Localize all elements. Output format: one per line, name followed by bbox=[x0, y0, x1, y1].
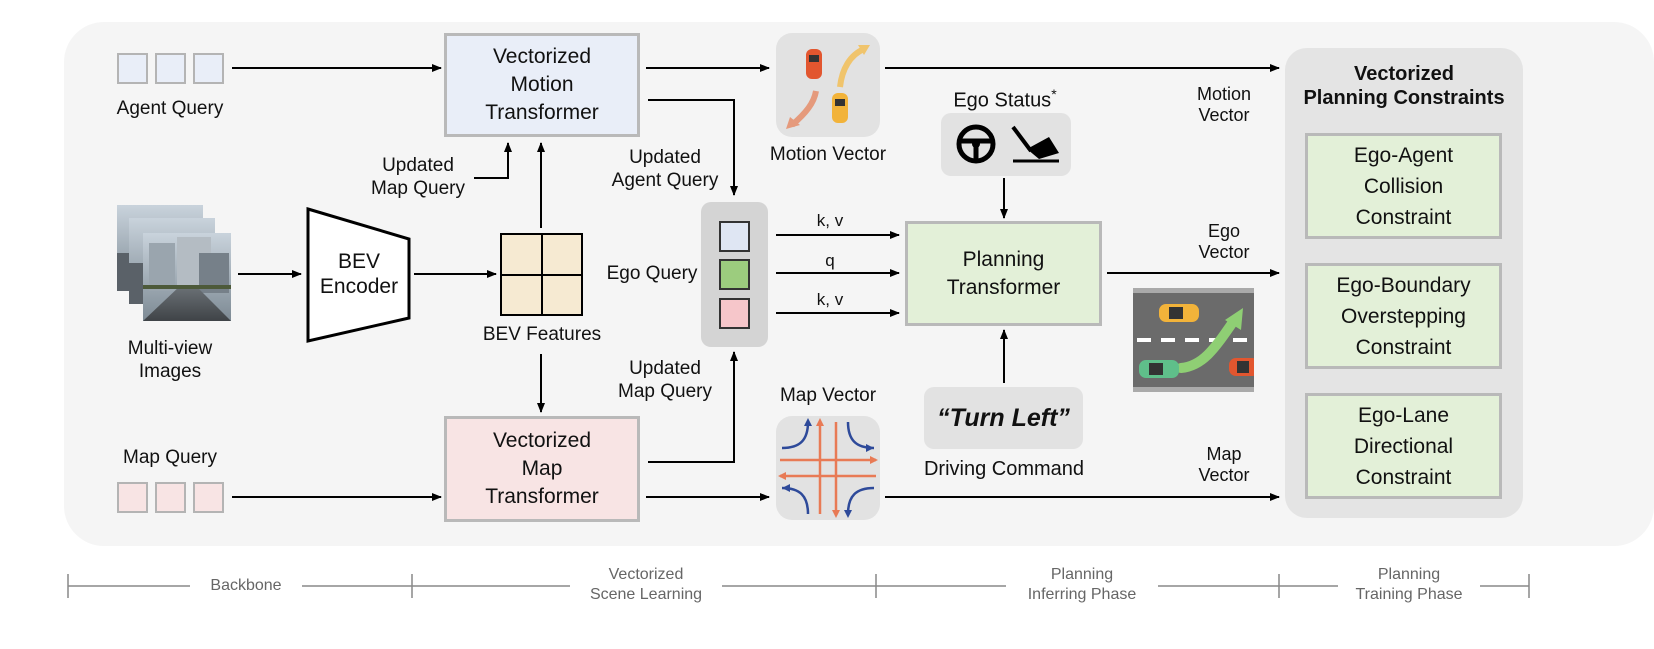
vectorized-map-transformer: Vectorized Map Transformer bbox=[444, 416, 640, 522]
updated-agent-query-label: Updated Agent Query bbox=[611, 147, 719, 191]
ego-agent-collision-constraint: Ego-Agent Collision Constraint bbox=[1305, 133, 1502, 239]
key-value-label-top: k, v bbox=[816, 211, 844, 230]
ego-status-mark: * bbox=[1051, 86, 1057, 102]
agent-query-token bbox=[117, 53, 148, 84]
constraints-title: Vectorized Planning Constraints bbox=[1303, 63, 1505, 109]
multi-view-images-picture bbox=[117, 205, 231, 321]
map-query-label: Map Query bbox=[123, 447, 217, 468]
ego-status-label: Ego Status* bbox=[930, 83, 1080, 113]
ego-status-text: Ego Status bbox=[953, 89, 1052, 112]
map-query-token bbox=[193, 482, 224, 513]
ego-vector-output-label: Ego Vector bbox=[1198, 221, 1250, 262]
phase-planning-training: Planning Training Phase bbox=[1338, 565, 1480, 605]
agent-query-label: Agent Query bbox=[116, 98, 224, 119]
agent-query-token bbox=[193, 53, 224, 84]
query-label: q bbox=[825, 251, 835, 270]
driving-command-box: “Turn Left” bbox=[924, 387, 1083, 449]
ego-boundary-overstepping-constraint: Ego-Boundary Overstepping Constraint bbox=[1305, 263, 1502, 369]
driving-command-label: Driving Command bbox=[923, 458, 1085, 480]
planning-transformer: Planning Transformer bbox=[905, 221, 1102, 326]
multi-view-images-label: Multi-view Images bbox=[127, 338, 213, 382]
agent-query-token bbox=[155, 53, 186, 84]
bev-encoder-label: BEV Encoder bbox=[319, 250, 399, 298]
motion-vector-icon-label: Motion Vector bbox=[769, 144, 887, 165]
map-vector-icon bbox=[776, 416, 880, 520]
driving-command-value: “Turn Left” bbox=[937, 403, 1070, 432]
motion-vector-output-label: Motion Vector bbox=[1196, 84, 1252, 125]
map-query-token bbox=[155, 482, 186, 513]
steering-wheel-icon bbox=[956, 124, 996, 164]
ego-query-label: Ego Query bbox=[606, 263, 698, 284]
motion-vector-icon bbox=[776, 33, 880, 137]
key-value-label-bottom: k, v bbox=[816, 290, 844, 309]
phase-backbone: Backbone bbox=[190, 576, 302, 596]
vectorized-motion-transformer: Vectorized Motion Transformer bbox=[444, 33, 640, 137]
map-vector-output-label: Map Vector bbox=[1198, 444, 1250, 485]
phase-planning-inferring: Planning Inferring Phase bbox=[1006, 565, 1158, 605]
pedal-icon bbox=[1011, 125, 1059, 163]
ego-lane-directional-constraint: Ego-Lane Directional Constraint bbox=[1305, 393, 1502, 499]
bev-features-label: BEV Features bbox=[482, 324, 602, 345]
ego-vector-road-picture bbox=[1133, 288, 1259, 392]
ego-query-token-agent bbox=[719, 221, 750, 252]
updated-map-query-label-bottom: Updated Map Query bbox=[618, 358, 712, 402]
updated-map-query-label-top: Updated Map Query bbox=[371, 155, 465, 199]
bev-encoder-shape bbox=[306, 206, 411, 343]
map-query-token bbox=[117, 482, 148, 513]
ego-status-panel bbox=[941, 113, 1071, 176]
phase-bar bbox=[67, 574, 1530, 598]
phase-vectorized-scene-learning: Vectorized Scene Learning bbox=[570, 565, 722, 605]
ego-query-token-map bbox=[719, 298, 750, 329]
ego-query-token-ego bbox=[719, 259, 750, 290]
map-vector-icon-label: Map Vector bbox=[779, 385, 877, 406]
bev-features-grid bbox=[500, 233, 583, 316]
